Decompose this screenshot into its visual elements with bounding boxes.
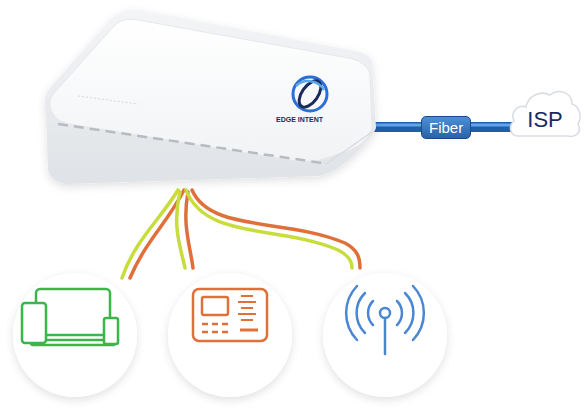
cloud-node: ISP bbox=[508, 86, 582, 144]
logo-mark bbox=[290, 74, 330, 114]
router-node: EDGE INTENT bbox=[40, 12, 380, 190]
terminal-icon bbox=[193, 289, 267, 341]
router-illustration bbox=[45, 9, 376, 184]
cable-label: Fiber bbox=[421, 116, 471, 139]
wires bbox=[122, 190, 360, 278]
devices-icon bbox=[22, 289, 118, 345]
device-circles bbox=[13, 273, 447, 397]
antenna-icon bbox=[346, 286, 424, 354]
cloud-label: ISP bbox=[527, 107, 562, 133]
logo-text: EDGE INTENT bbox=[276, 116, 323, 123]
